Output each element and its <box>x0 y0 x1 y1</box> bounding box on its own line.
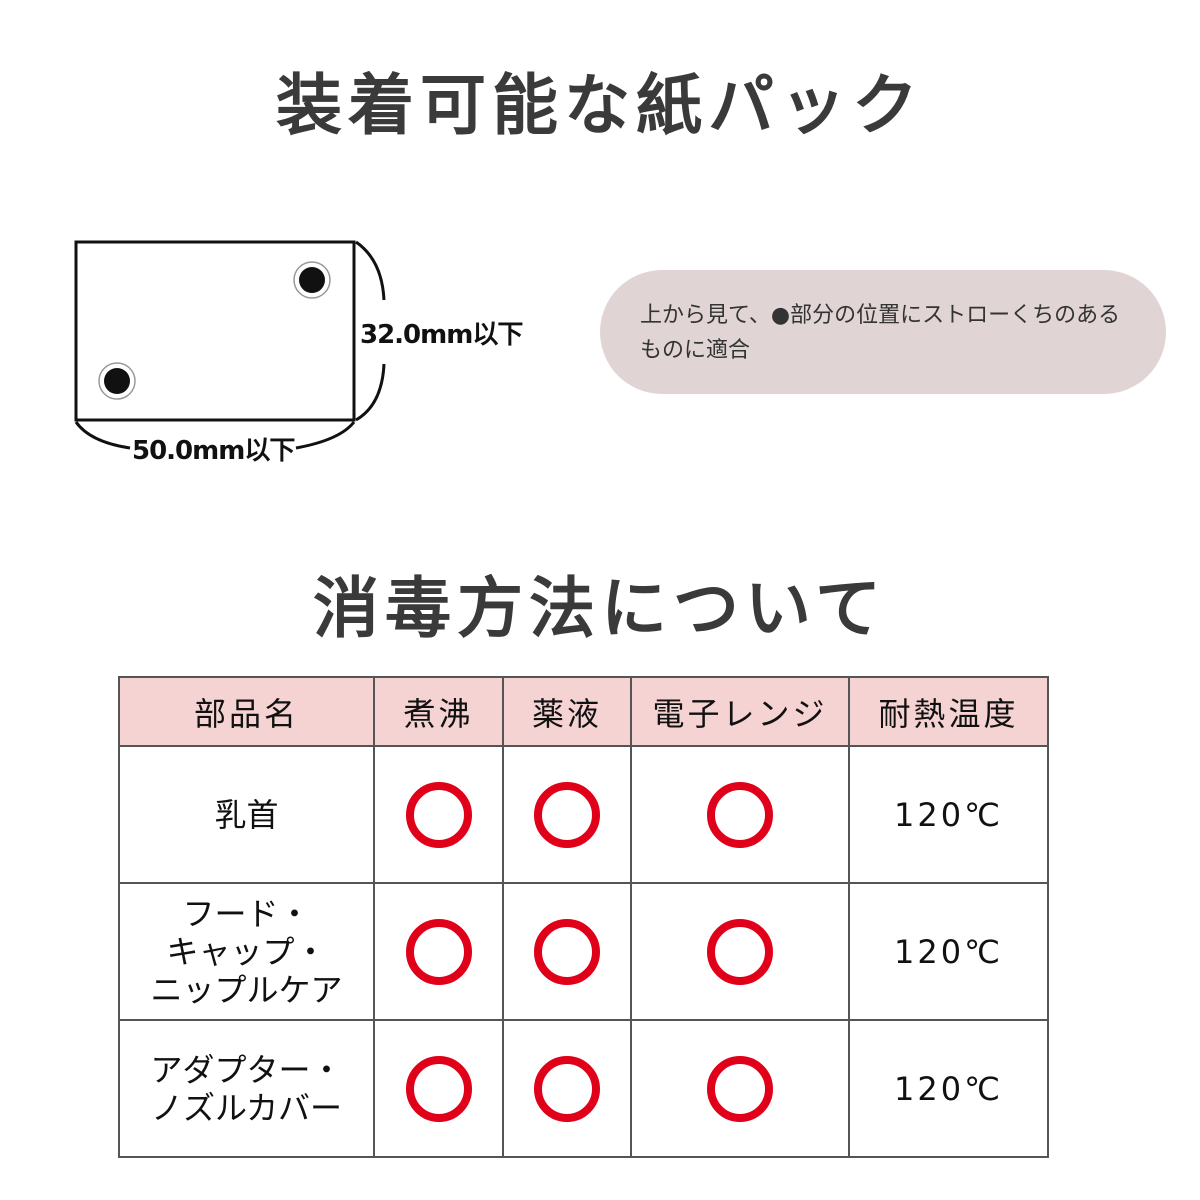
chemical-ok <box>502 745 632 884</box>
part-name: アダプター・ ノズルカバー <box>118 1019 375 1158</box>
pack-title: 装着可能な紙パック <box>276 67 924 144</box>
circle-ok-icon <box>534 918 600 985</box>
header-part: 部品名 <box>118 676 375 747</box>
heat-temp: 120℃ <box>848 882 1049 1021</box>
boil-ok <box>373 882 504 1021</box>
header-microwave: 電子レンジ <box>630 676 850 747</box>
boil-ok <box>373 745 504 884</box>
circle-ok-icon <box>534 781 600 848</box>
paper-pack-diagram: 32.0mm以下 50.0mm以下 <box>60 230 540 470</box>
chemical-ok <box>502 1019 632 1158</box>
header-boil: 煮沸 <box>373 676 504 747</box>
microwave-ok <box>630 1019 850 1158</box>
table-row: アダプター・ ノズルカバー 120℃ <box>118 1019 1049 1158</box>
circle-ok-icon <box>707 1055 773 1122</box>
part-name: 乳首 <box>118 745 375 884</box>
part-name: フード・ キャップ・ ニップルケア <box>118 882 375 1021</box>
header-heat-temp: 耐熱温度 <box>848 676 1049 747</box>
height-label: 32.0mm以下 <box>360 314 523 351</box>
circle-ok-icon <box>405 781 472 848</box>
circle-ok-icon <box>707 918 773 985</box>
circle-ok-icon <box>534 1055 600 1122</box>
table-header-row: 部品名 煮沸 薬液 電子レンジ 耐熱温度 <box>118 676 1049 747</box>
circle-ok-icon <box>707 781 773 848</box>
fit-note: 上から見て、●部分の位置にストローくちのあるものに適合 <box>600 270 1166 394</box>
header-chemical: 薬液 <box>502 676 632 747</box>
circle-ok-icon <box>405 1055 472 1122</box>
chemical-ok <box>502 882 632 1021</box>
microwave-ok <box>630 745 850 884</box>
heat-temp: 120℃ <box>848 1019 1049 1158</box>
pack-outline-icon <box>74 240 386 450</box>
table-row: 乳首 120℃ <box>118 745 1049 884</box>
microwave-ok <box>630 882 850 1021</box>
circle-ok-icon <box>405 918 472 985</box>
table-row: フード・ キャップ・ ニップルケア 120℃ <box>118 882 1049 1021</box>
heat-temp: 120℃ <box>848 745 1049 884</box>
width-label: 50.0mm以下 <box>132 430 295 467</box>
sterilization-table: 部品名 煮沸 薬液 電子レンジ 耐熱温度 乳首 120℃ フード・ キャップ・ … <box>118 676 1049 1158</box>
sterilize-title: 消毒方法について <box>312 570 888 647</box>
boil-ok <box>373 1019 504 1158</box>
